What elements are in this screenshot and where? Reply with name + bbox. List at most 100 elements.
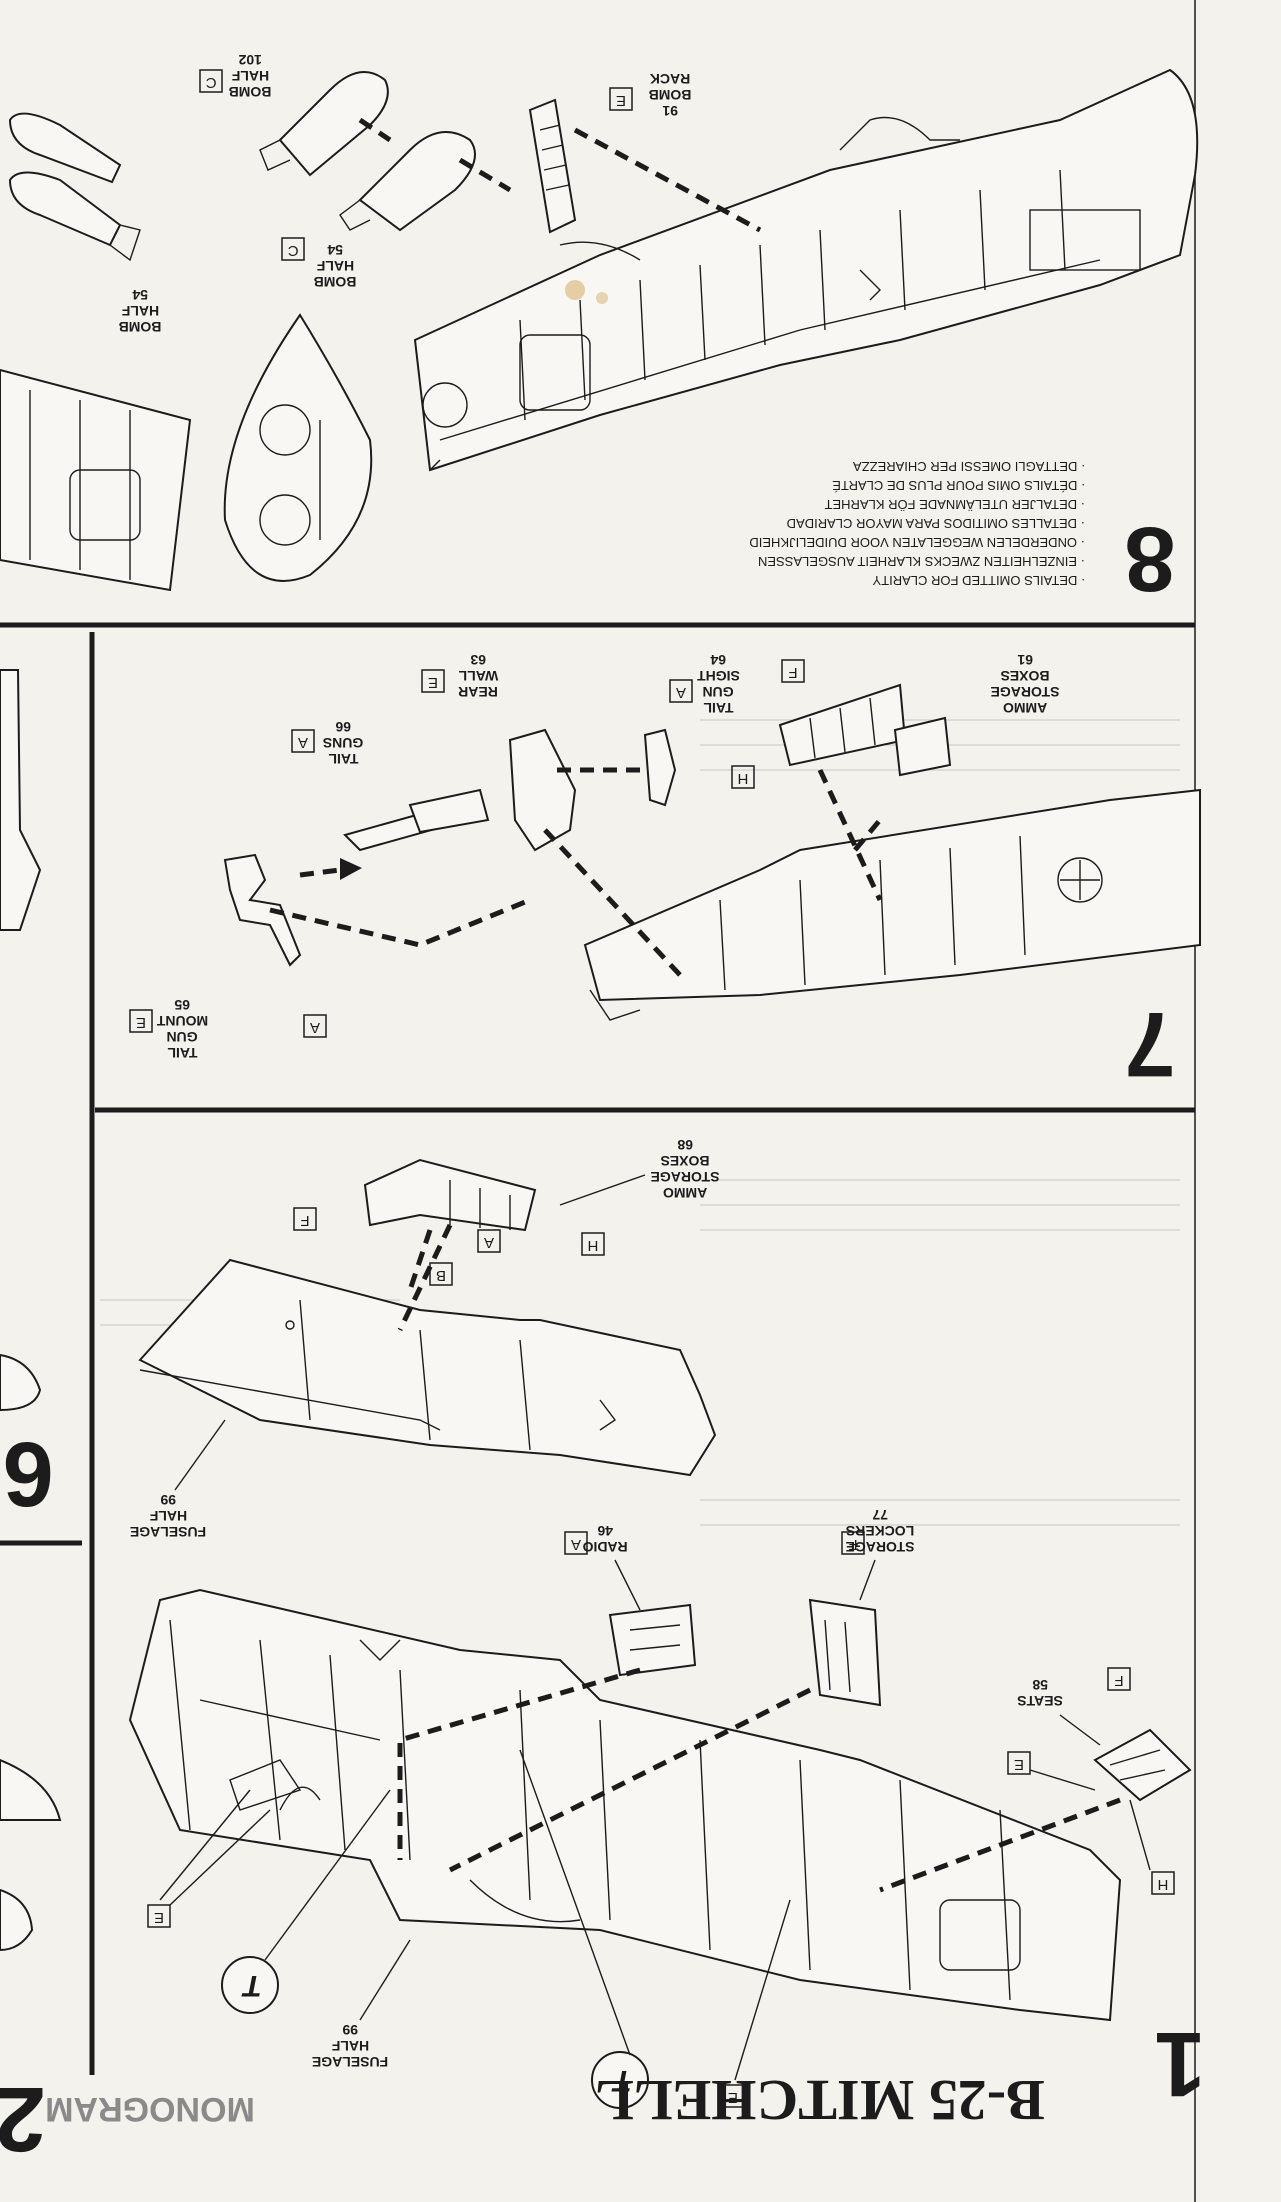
cement-symbol-icon-left: T: [221, 1789, 391, 2014]
svg-text:AMMO: AMMO: [663, 1185, 707, 1201]
svg-text:HALF: HALF: [149, 1508, 187, 1524]
bomb-half-102-label: 102 HALF BOMB C: [199, 52, 272, 100]
fuselage-half-step6: [138, 1258, 717, 1477]
bomb-half-54-left: [8, 112, 141, 262]
rear-fuselage-half-step8: [413, 68, 1199, 472]
tail-guns-label: 66 GUNS TAIL A: [291, 719, 363, 767]
step6-sprue-boxes: F A H B: [293, 1207, 605, 1286]
step-8-section: 8 · DETAILS OMITTED FOR CLARITY · EINZEL…: [0, 52, 1199, 610]
svg-text:58: 58: [1032, 1677, 1048, 1693]
svg-text:A: A: [310, 1019, 320, 1036]
svg-text:RADIO: RADIO: [582, 1539, 627, 1555]
svg-text:54: 54: [327, 242, 343, 258]
bomb-half-102-part: [259, 71, 392, 177]
tail-gun-mount-part: [223, 853, 531, 967]
svg-text:A: A: [298, 734, 308, 751]
brand-name: MONOGRAM: [45, 2090, 255, 2128]
bomb-half-54-part: [339, 131, 512, 232]
svg-text:63: 63: [470, 652, 486, 668]
step-1-section: 1 46 RADIO A 77: [45, 1507, 1205, 2133]
svg-text:E: E: [1014, 1756, 1024, 1773]
step1-sprue-e-left: E: [147, 1789, 271, 1928]
note-it: · DETTAGLI OMESSI PER CHIAREZZA: [853, 459, 1086, 474]
svg-text:E: E: [136, 1014, 146, 1031]
svg-text:LOCKERS: LOCKERS: [846, 1523, 914, 1539]
tail-guns-part: [299, 788, 490, 880]
svg-text:STORAGE: STORAGE: [651, 1169, 720, 1185]
svg-text:FUSELAGE: FUSELAGE: [130, 1524, 206, 1540]
svg-text:HALF: HALF: [331, 2038, 369, 2054]
step-8-notes: · DETAILS OMITTED FOR CLARITY · EINZELHE…: [749, 459, 1085, 588]
svg-text:BOMB: BOMB: [229, 84, 272, 100]
svg-text:65: 65: [174, 997, 190, 1013]
svg-text:A: A: [484, 1234, 494, 1251]
svg-text:SIGHT: SIGHT: [697, 668, 740, 684]
radio-part: [397, 1603, 697, 1860]
svg-text:GUNS: GUNS: [323, 735, 363, 751]
svg-text:BOMB: BOMB: [119, 319, 162, 335]
bomb-rack-part: [528, 98, 762, 234]
svg-text:77: 77: [872, 1507, 888, 1523]
svg-text:F: F: [1114, 1672, 1123, 1689]
svg-text:SEATS: SEATS: [1017, 1693, 1063, 1709]
svg-text:61: 61: [1017, 652, 1033, 668]
radio-label: 46 RADIO A: [564, 1523, 641, 1611]
step-7-number: 7: [1124, 993, 1175, 1095]
svg-text:HALF: HALF: [231, 68, 269, 84]
svg-text:E: E: [154, 1909, 164, 1926]
note-de: · EINZELHEITEN ZWECKS KLARHEIT AUSGELASS…: [758, 554, 1085, 569]
svg-text:91: 91: [662, 103, 678, 119]
svg-text:MOUNT: MOUNT: [156, 1013, 208, 1029]
svg-text:REAR: REAR: [458, 684, 498, 700]
svg-text:GUN: GUN: [702, 684, 733, 700]
svg-text:H: H: [588, 1237, 599, 1254]
tail-fuselage-step7: [583, 788, 1201, 1021]
step-8-number: 8: [1124, 508, 1175, 610]
svg-text:99: 99: [342, 2022, 358, 2038]
svg-text:STORAGE: STORAGE: [991, 684, 1060, 700]
svg-text:68: 68: [677, 1137, 693, 1153]
step1-sprue-e-bottom: E: [721, 1899, 791, 2108]
ammo-storage-boxes-step7-part: [778, 683, 952, 902]
svg-text:C: C: [288, 242, 299, 259]
svg-text:T: T: [241, 1969, 262, 2002]
svg-text:HALF: HALF: [121, 303, 159, 319]
step-2-partial: 2: [0, 1758, 62, 2170]
bomb-rack-label: BOMB RACK 91 E: [609, 71, 692, 119]
svg-text:B: B: [436, 1267, 446, 1284]
svg-text:RACK: RACK: [650, 71, 690, 87]
svg-text:AMMO: AMMO: [1003, 700, 1047, 716]
kit-title-banner: B-25 MITCHELL MONOGRAM: [45, 2068, 1045, 2133]
bomb-half-54-left-label: 54 HALF BOMB: [119, 287, 162, 335]
svg-text:102: 102: [238, 52, 262, 68]
svg-text:64: 64: [710, 652, 726, 668]
left-edge-partial-turret-step6: [0, 1353, 42, 1412]
fuselage-half-step6-label: 99 HALF FUSELAGE: [130, 1419, 226, 1540]
ammo-storage-boxes-step6-label: 68 BOXES STORAGE AMMO: [559, 1137, 720, 1206]
note-nl: · ONDERDELEN WEGGELATEN VOOR DUIDELIJKHE…: [749, 535, 1085, 550]
svg-text:BOXES: BOXES: [1000, 668, 1049, 684]
svg-text:TAIL: TAIL: [328, 751, 359, 767]
sprue-box-e: E: [616, 92, 626, 109]
svg-text:H: H: [1158, 1876, 1169, 1893]
step-6-section: 6 68 BOXES STORAGE AMMO F A H: [0, 1137, 719, 1540]
svg-text:BOMB: BOMB: [649, 87, 692, 103]
ammo-storage-boxes-step6-part: [363, 1158, 537, 1332]
svg-text:BOXES: BOXES: [660, 1153, 709, 1169]
svg-text:TAIL: TAIL: [703, 700, 734, 716]
note-sv: · DETALJER UTELÄMNADE FÖR KLARHET: [824, 497, 1085, 512]
svg-text:E: E: [728, 2089, 738, 2106]
svg-text:BOMB: BOMB: [314, 274, 357, 290]
kit-title: B-25 MITCHELL: [595, 2068, 1045, 2133]
svg-text:C: C: [206, 74, 217, 91]
svg-text:F: F: [788, 664, 797, 681]
cement-symbol-icon-bottom: T: [519, 1749, 649, 2109]
svg-text:46: 46: [597, 1523, 613, 1539]
left-edge-partial-turret: [0, 669, 42, 931]
rear-wall-part: [508, 728, 682, 977]
note-es: · DETALLES OMITIDOS PARA MAYOR CLARIDAD: [787, 516, 1085, 531]
svg-text:WALL: WALL: [458, 668, 498, 684]
rear-wall-label: 63 WALL REAR E: [421, 652, 498, 700]
